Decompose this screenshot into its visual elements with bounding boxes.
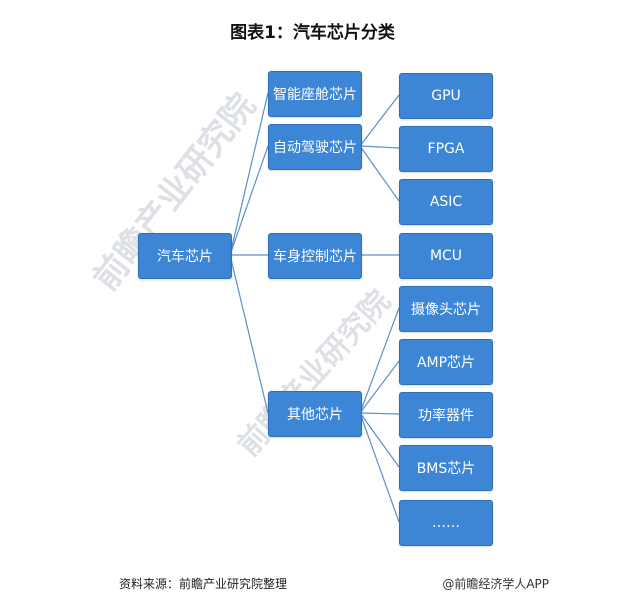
connector-line	[359, 94, 400, 147]
category-node: 智能座舱芯片	[268, 71, 362, 117]
root-node: 汽车芯片	[138, 233, 232, 279]
connector-line	[229, 92, 269, 256]
connector-line	[359, 412, 400, 523]
leaf-node: BMS芯片	[399, 445, 493, 491]
leaf-node: 摄像头芯片	[399, 286, 493, 332]
diagram-title: 图表1：汽车芯片分类	[230, 23, 395, 43]
category-node: 自动驾驶芯片	[268, 124, 362, 170]
connector-line	[359, 307, 400, 414]
leaf-node: 功率器件	[399, 392, 493, 438]
leaf-node: ……	[399, 500, 493, 546]
connector-line	[229, 254, 269, 414]
watermark-bottom: @前瞻经济学人APP	[442, 577, 549, 591]
connector-line	[359, 412, 400, 415]
connector-line	[359, 360, 400, 414]
leaf-node: FPGA	[399, 126, 493, 172]
connector-line	[359, 412, 400, 468]
connector-line	[229, 145, 269, 256]
category-node: 其他芯片	[268, 391, 362, 437]
source-note: 资料来源：前瞻产业研究院整理	[119, 577, 288, 591]
leaf-node: GPU	[399, 73, 493, 119]
leaf-node: MCU	[399, 233, 493, 279]
connector-line	[359, 145, 400, 149]
connector-line	[359, 145, 400, 202]
leaf-node: ASIC	[399, 179, 493, 225]
category-node: 车身控制芯片	[268, 233, 362, 279]
leaf-node: AMP芯片	[399, 339, 493, 385]
